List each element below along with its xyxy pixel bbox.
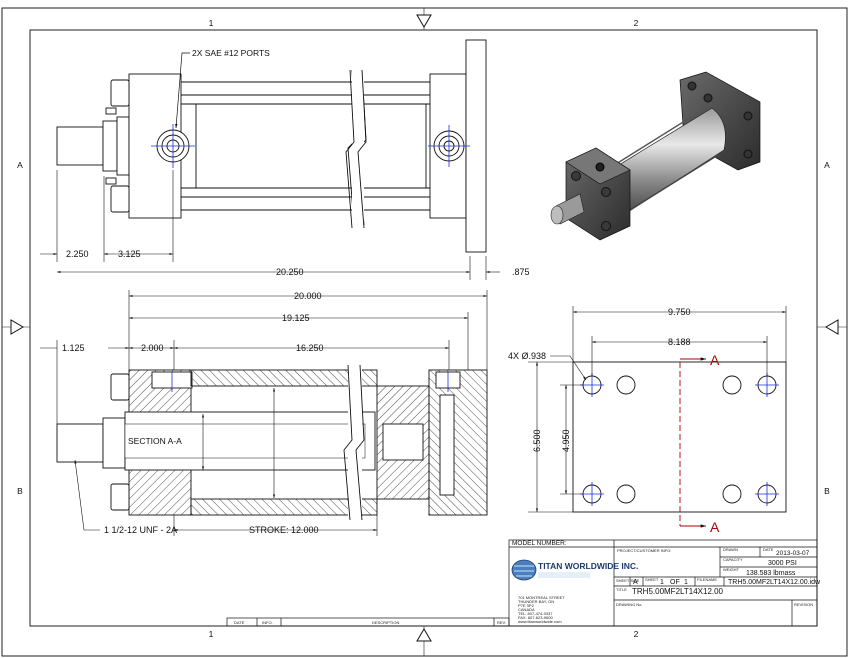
- outer-border: [1, 7, 848, 657]
- dim-20-000: 20.000: [294, 291, 322, 301]
- flange-view: [572, 361, 787, 513]
- drawing-no-label: DRAWING No.: [616, 602, 643, 607]
- sheet-size-value: A: [633, 579, 638, 586]
- filename-label: FILENAME: [697, 577, 717, 582]
- center-mark-bottom: [416, 628, 432, 642]
- zone-a-left: A: [17, 160, 23, 170]
- date-label: DATE: [763, 547, 774, 552]
- of-label: OF: [670, 579, 680, 586]
- rod-end: [56, 126, 104, 166]
- dim-0-875: .875: [512, 267, 530, 277]
- rev-col-date: DATE: [234, 620, 245, 625]
- holes-callout: 4X Ø.938: [508, 351, 546, 361]
- dim-16-250: 16.250: [296, 343, 324, 353]
- address: 701 MONTREAL STREET THUNDER BAY, ON P7E …: [518, 595, 565, 624]
- dim-1-125: 1.125: [62, 343, 85, 353]
- title-block: [226, 539, 818, 627]
- dim-20-250: 20.250: [276, 267, 304, 277]
- isometric-view: [550, 71, 761, 241]
- rev-col-rev: REV.: [497, 620, 506, 625]
- zone-b-right: B: [824, 486, 830, 496]
- of-value: 1: [684, 579, 688, 586]
- zone-2-bottom: 2: [634, 629, 639, 639]
- rev-col-info: INFO.: [262, 620, 273, 625]
- weight-label: WEIGHT: [723, 567, 740, 572]
- ports-callout: 2X SAE #12 PORTS: [192, 48, 270, 58]
- date-value: 2013-03-07: [776, 550, 810, 557]
- dim-stroke: STROKE: 12.000: [249, 525, 319, 535]
- drawn-label: DRAWN: [723, 547, 738, 552]
- svg-text:FAX: 807-623-9600: FAX: 807-623-9600: [518, 615, 553, 620]
- svg-text:TEL: 807-474-3337: TEL: 807-474-3337: [518, 611, 553, 616]
- section-marker-bottom: A: [710, 519, 720, 535]
- svg-text:701 MONTREAL STREET: 701 MONTREAL STREET: [518, 595, 565, 600]
- center-mark-right: [825, 319, 839, 335]
- title-value: TRH5.00MF2LT14X12.00: [632, 587, 724, 596]
- svg-text:THUNDER BAY, ON: THUNDER BAY, ON: [518, 599, 554, 604]
- revision-label: REVISION: [794, 602, 813, 607]
- zone-1-bottom: 1: [209, 629, 214, 639]
- dim-3-125: 3.125: [118, 249, 141, 259]
- thread-callout: 1 1/2-12 UNF - 2A: [104, 525, 177, 535]
- rev-col-description: DESCRIPTION: [372, 620, 399, 625]
- capacity-value: 3000 PSI: [768, 560, 797, 567]
- svg-text:CANADA: CANADA: [518, 607, 535, 612]
- section-title: SECTION A-A: [128, 436, 182, 446]
- title-label: TITLE: [616, 587, 627, 592]
- section-view: [56, 364, 488, 521]
- dim-2-250: 2.250: [66, 249, 89, 259]
- model-number-label: MODEL NUMBER:: [512, 540, 567, 547]
- svg-text:P7E 3P2: P7E 3P2: [518, 603, 535, 608]
- zone-2-top: 2: [634, 18, 639, 28]
- sheet-label: SHEET: [645, 577, 659, 582]
- filename-value: TRH5.00MF2LT14X12.00.idw: [728, 579, 821, 586]
- company-logo: TITAN WORLDWIDE INC.: [511, 559, 638, 581]
- zone-a-right: A: [824, 160, 830, 170]
- sheet-size-label: SHEET SIZE: [616, 578, 640, 583]
- sheet-value: 1: [660, 579, 664, 586]
- dim-8-188: 8.188: [668, 337, 691, 347]
- dim-9-750: 9.750: [668, 307, 691, 317]
- center-mark-left: [10, 319, 24, 335]
- zone-b-left: B: [17, 486, 23, 496]
- zone-1-top: 1: [209, 18, 214, 28]
- dim-4-950: 4.950: [561, 429, 571, 452]
- project-label: PROJECT/CUSTOMER INFO:: [617, 548, 671, 553]
- capacity-label: CAPACITY: [723, 557, 743, 562]
- dim-2-000: 2.000: [141, 343, 164, 353]
- svg-text:www.titanworldwide.com: www.titanworldwide.com: [518, 619, 562, 624]
- dim-6-500: 6.500: [532, 429, 542, 452]
- weight-value: 138.583 lbmass: [746, 570, 796, 577]
- top-view: [56, 39, 487, 253]
- center-mark-top: [416, 14, 432, 28]
- dim-19-125: 19.125: [282, 313, 310, 323]
- company-name: TITAN WORLDWIDE INC.: [538, 561, 638, 571]
- section-marker-top: A: [710, 352, 720, 368]
